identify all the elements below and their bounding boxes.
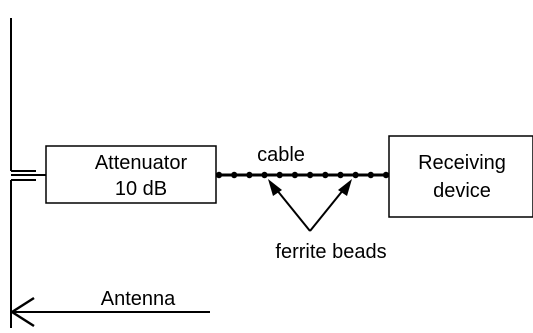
ferrite-bead-pointers (268, 179, 352, 232)
ferrite-bead (261, 171, 268, 179)
receiving-device-block: Receiving device (388, 135, 533, 218)
ferrite-bead (231, 171, 238, 179)
bead-pointer-left-head (268, 179, 282, 196)
ferrite-bead (337, 171, 344, 179)
bead-pointer-right-head (338, 179, 352, 196)
ferrite-bead (382, 171, 390, 179)
antenna-element (10, 18, 36, 328)
ferrite-bead (246, 171, 253, 179)
ferrite-bead (352, 171, 359, 179)
receiving-device-box (388, 135, 533, 218)
attenuator-label-line1: Attenuator (95, 152, 188, 174)
cable-label: cable (257, 144, 305, 166)
ferrite-beads (215, 171, 390, 179)
antenna-pointer (11, 296, 210, 328)
receiving-device-label-line1: Receiving (418, 152, 506, 174)
ferrite-bead (322, 171, 329, 179)
antenna-label: Antenna (101, 288, 176, 310)
ferrite-bead (215, 171, 223, 179)
attenuator-box (45, 145, 217, 204)
attenuator-block: Attenuator 10 dB (45, 145, 217, 204)
ferrite-bead (276, 171, 283, 179)
ferrite-beads-label: ferrite beads (275, 241, 386, 263)
receiving-device-label-line2: device (433, 180, 491, 202)
ferrite-bead (291, 171, 299, 179)
attenuator-label-line2: 10 dB (115, 178, 167, 200)
antenna-arrow-head (11, 296, 35, 328)
cable (215, 171, 390, 179)
ferrite-bead (367, 171, 374, 179)
ferrite-bead (306, 171, 314, 179)
